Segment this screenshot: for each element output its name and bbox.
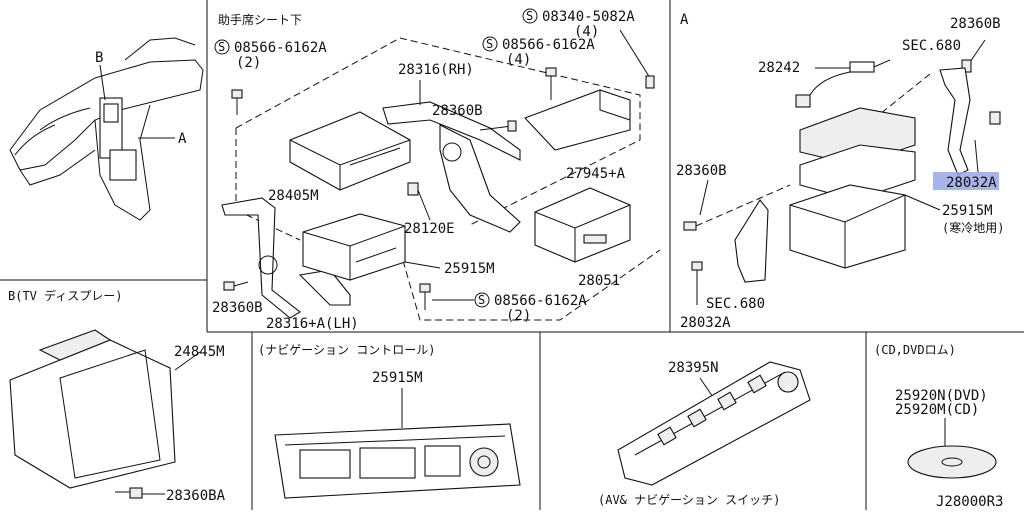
svg-text:(4): (4) — [506, 52, 531, 68]
svg-text:08566-6162A: 08566-6162A — [234, 40, 327, 56]
cd-dvd-title: (CD,DVDロム) — [874, 343, 956, 357]
svg-text:S: S — [486, 37, 493, 51]
svg-text:28032A: 28032A — [680, 315, 731, 331]
unit-25915m-a: 25915M (寒冷地用) — [789, 107, 1004, 269]
sec-680-top: SEC.680 — [902, 38, 961, 54]
bracket-28032a-bottom: 28032A — [680, 261, 731, 331]
tv-display-panel: B(TV ディスプレー) 24845M 28360BA — [8, 288, 226, 504]
bracket-28316-lh: 28316+A(LH) — [221, 197, 359, 332]
bracket-28316-rh: 28316(RH) — [382, 62, 521, 233]
svg-text:28032A[interactable]: 28032A — [946, 175, 997, 191]
bolt-28360b-top: 28360B — [950, 16, 1001, 73]
svg-text:24845M: 24845M — [174, 344, 225, 360]
svg-text:S: S — [218, 40, 225, 54]
nav-control-title: (ナビゲーション コントロール) — [258, 343, 435, 357]
svg-text:28242: 28242 — [758, 60, 800, 76]
bolt-08566-right: S 08566-6162A (4) — [482, 36, 595, 100]
svg-text:S: S — [526, 9, 533, 23]
tv-display-title: B(TV ディスプレー) — [8, 288, 123, 303]
svg-text:25920N(DVD): 25920N(DVD) — [895, 388, 988, 404]
svg-text:(2): (2) — [506, 308, 531, 324]
bracket-28032a-highlight[interactable]: 28032A — [933, 111, 1001, 191]
svg-text:S: S — [478, 293, 485, 307]
cover-27945: 27945+A — [524, 89, 631, 182]
svg-text:(2): (2) — [236, 55, 261, 71]
bolt-08566-bottom: S 08566-6162A (2) — [419, 283, 587, 324]
part-28120e: 28120E — [404, 182, 455, 237]
svg-text:28120E: 28120E — [404, 221, 455, 237]
svg-text:08566-6162A: 08566-6162A — [494, 293, 587, 309]
cd-dvd-panel: (CD,DVDロム) 25920N(DVD) 25920M(CD) J28000… — [874, 343, 1003, 510]
nav-control-panel: (ナビゲーション コントロール) 25915M — [258, 343, 521, 499]
bolt-08566-top: S 08566-6162A (2) — [214, 39, 327, 115]
svg-text:08566-6162A: 08566-6162A — [502, 37, 595, 53]
bolt-28360b-left: 28360B — [212, 281, 263, 316]
svg-text:28395N: 28395N — [668, 360, 719, 376]
svg-text:28360B: 28360B — [676, 163, 727, 179]
svg-text:28051: 28051 — [578, 273, 620, 289]
av-switch-panel: 28395N (AV& ナビゲーション スイッチ) — [598, 360, 811, 507]
svg-text:25915M: 25915M — [444, 261, 495, 277]
location-label-b: B — [95, 50, 103, 66]
location-label-a: A — [178, 131, 187, 147]
sec-680-bottom: SEC.680 — [706, 296, 765, 312]
svg-text:25915M: 25915M — [942, 203, 993, 219]
svg-text:28360BA: 28360BA — [166, 488, 226, 504]
svg-text:28360B: 28360B — [212, 300, 263, 316]
svg-text:25920M(CD): 25920M(CD) — [895, 402, 979, 418]
svg-text:28360B: 28360B — [432, 103, 483, 119]
svg-text:SEC.680: SEC.680 — [706, 296, 765, 312]
unit-28051: 28051 — [534, 187, 631, 289]
passenger-seat-panel: 助手席シート下 S 08566-6162A (2) 28316(RH) 2836… — [212, 8, 661, 332]
svg-text:28360B: 28360B — [950, 16, 1001, 32]
bolt-28360b-left-a: 28360B — [676, 163, 791, 231]
svg-text:28316+A(LH): 28316+A(LH) — [266, 316, 359, 332]
unit-25915m: 25915M — [302, 213, 495, 281]
unit-28405m: 28405M — [268, 111, 411, 204]
svg-text:25915M: 25915M — [372, 370, 423, 386]
location-panel: B A — [9, 37, 204, 221]
detail-a-panel: A 28360B SEC.680 28242 25915M (寒 — [676, 12, 1004, 331]
av-switch-caption: (AV& ナビゲーション スイッチ) — [598, 493, 780, 507]
svg-text:28316(RH): 28316(RH) — [398, 62, 474, 78]
svg-text:08340-5082A: 08340-5082A — [542, 9, 635, 25]
svg-text:28405M: 28405M — [268, 188, 319, 204]
svg-text:(4): (4) — [574, 24, 599, 40]
passenger-seat-title: 助手席シート下 — [218, 12, 302, 27]
bolt-08340-5082a: S 08340-5082A (4) — [522, 8, 655, 89]
detail-a-title: A — [680, 12, 689, 28]
antenna-28242: 28242 — [758, 59, 891, 108]
bolt-28360b-center: 28360B — [432, 103, 517, 132]
svg-text:27945+A: 27945+A — [566, 166, 626, 182]
svg-text:(寒冷地用): (寒冷地用) — [942, 220, 1004, 235]
drawing-code: J28000R3 — [936, 494, 1003, 510]
